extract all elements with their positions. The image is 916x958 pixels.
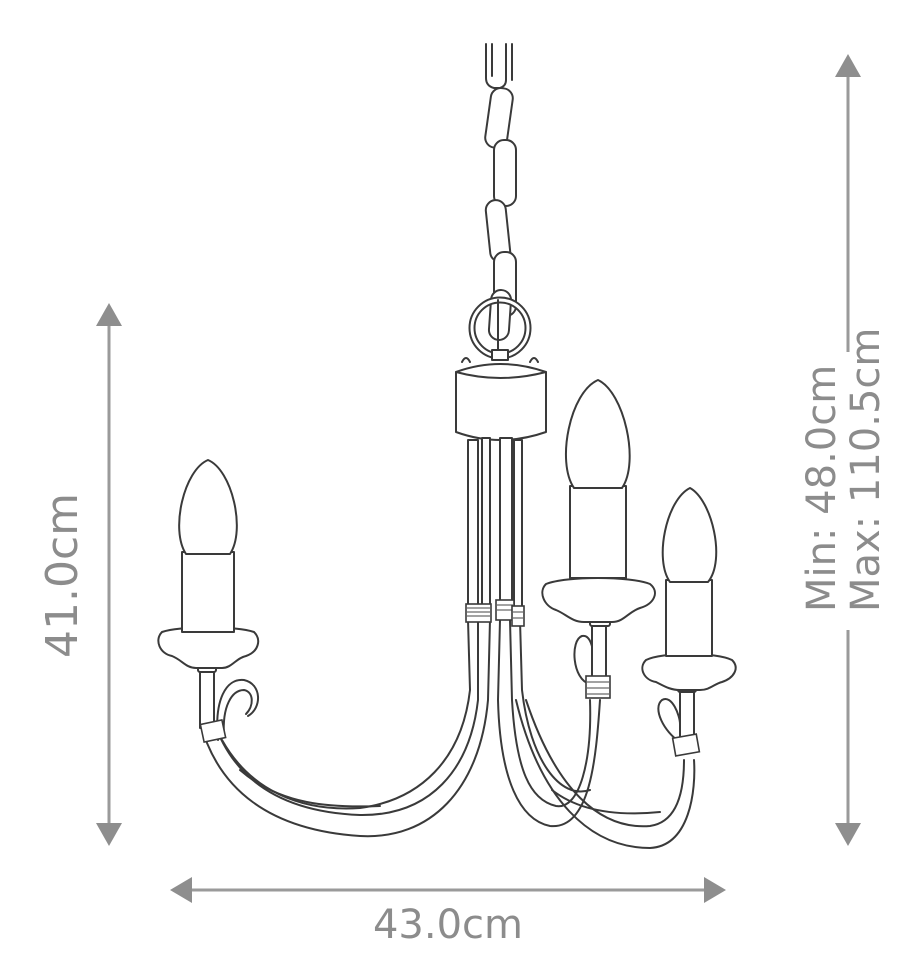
left-arm bbox=[199, 619, 491, 838]
width-dimension-line bbox=[170, 877, 726, 903]
drop-min-label: Min: 48.0cm bbox=[799, 364, 845, 612]
wire-bindings bbox=[465, 599, 525, 627]
drop-dimension-label: Min: 48.0cm Max: 110.5cm bbox=[799, 327, 889, 612]
arrow-down-icon bbox=[835, 823, 861, 846]
center-right-candle bbox=[541, 379, 656, 699]
drop-dimension-line bbox=[835, 54, 861, 846]
arm-stems bbox=[467, 437, 523, 611]
ceiling-ring bbox=[468, 296, 532, 361]
chain bbox=[484, 43, 517, 341]
central-hub bbox=[455, 357, 547, 441]
arrow-up-icon bbox=[835, 54, 861, 77]
right-candle bbox=[641, 487, 737, 757]
arrow-left-icon bbox=[170, 877, 192, 903]
left-candle bbox=[157, 459, 260, 744]
drop-max-label: Max: 110.5cm bbox=[843, 327, 889, 612]
width-dimension-label: 43.0cm bbox=[372, 902, 524, 948]
arrow-right-icon bbox=[704, 877, 726, 903]
height-dimension-line bbox=[96, 303, 122, 846]
right-arms bbox=[496, 619, 696, 850]
height-dimension-label: 41.0cm bbox=[37, 492, 88, 658]
arrow-down-icon bbox=[96, 823, 122, 846]
arrow-up-icon bbox=[96, 303, 122, 326]
